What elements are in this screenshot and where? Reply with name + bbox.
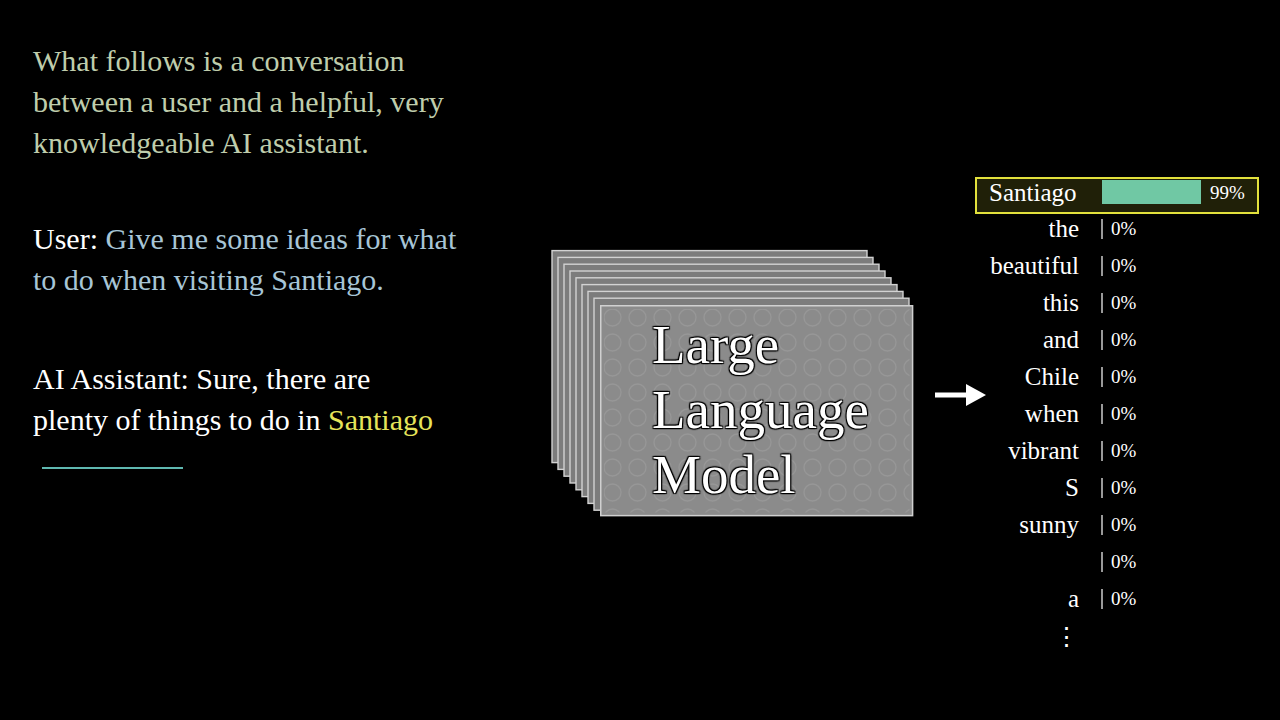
prompt-paragraph: User:Give me some ideas for what to do w… xyxy=(33,218,473,300)
candidate-token: Chile xyxy=(1025,362,1079,392)
probability-value: 99% xyxy=(1210,180,1245,206)
candidate-token: when xyxy=(1025,399,1079,429)
bar-baseline xyxy=(1101,478,1103,498)
bar-baseline xyxy=(1101,330,1103,350)
bar-baseline xyxy=(1101,256,1103,276)
bar-baseline xyxy=(1101,552,1103,572)
assistant-reply: AI Assistant: Sure, there are plenty of … xyxy=(33,362,370,436)
predicted-word: Santiago xyxy=(328,403,433,436)
system-prompt: What follows is a conversation between a… xyxy=(33,44,444,159)
probability-value: 0% xyxy=(1111,362,1136,392)
candidate-token: beautiful xyxy=(990,251,1079,281)
candidate-token: Santiago xyxy=(989,178,1077,208)
bar-baseline xyxy=(1101,441,1103,461)
probability-value: 0% xyxy=(1111,473,1136,503)
model-label: Large Language Model xyxy=(600,305,902,507)
bar-baseline xyxy=(1101,293,1103,313)
probability-value: 0% xyxy=(1111,584,1136,614)
probability-value: 0% xyxy=(1111,510,1136,540)
bar-baseline xyxy=(1101,219,1103,239)
selected-token-row: Santiago 99% xyxy=(975,177,1259,214)
prompt-paragraph: AI Assistant: Sure, there are plenty of … xyxy=(33,358,448,440)
candidate-token: S xyxy=(1065,473,1079,503)
probability-value: 0% xyxy=(1111,547,1136,577)
candidate-token: the xyxy=(1048,214,1079,244)
bar-baselines xyxy=(1102,219,1103,609)
candidate-token: and xyxy=(1043,325,1079,355)
bar-baseline xyxy=(1101,404,1103,424)
speaker-label: User: xyxy=(33,222,98,255)
probability-value: 0% xyxy=(1111,214,1136,244)
ellipsis: ⋮ xyxy=(1054,622,1079,652)
prompt-paragraph: What follows is a conversation between a… xyxy=(33,40,473,163)
bar-baseline xyxy=(1101,515,1103,535)
probability-value: 0% xyxy=(1111,325,1136,355)
probability-value: 0% xyxy=(1111,399,1136,429)
bar-baseline xyxy=(1101,367,1103,387)
blank-underline xyxy=(42,467,183,469)
probability-value: 0% xyxy=(1111,436,1136,466)
candidate-token: this xyxy=(1043,288,1079,318)
bar-baseline xyxy=(1101,589,1103,609)
model-block: Large Language Model xyxy=(600,305,915,517)
probability-value: 0% xyxy=(1111,251,1136,281)
candidate-token: a xyxy=(1068,584,1079,614)
probability-value: 0% xyxy=(1111,288,1136,318)
output-arrow xyxy=(935,384,986,406)
candidate-token: sunny xyxy=(1019,510,1079,540)
candidate-token: vibrant xyxy=(1008,436,1079,466)
